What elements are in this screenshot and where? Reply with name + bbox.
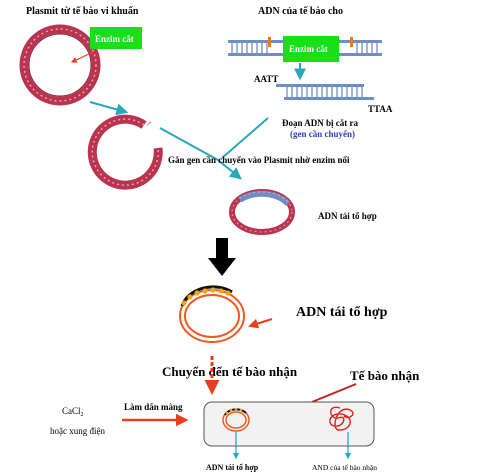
transfer-step-label: Chuyển đến tế bào nhận	[162, 364, 298, 379]
donor-title: ADN của tế bào cho	[258, 6, 343, 17]
host-chromosome	[329, 406, 354, 431]
sticky-end-bottom: TTAA	[368, 104, 393, 114]
converge-line-right	[221, 117, 269, 159]
enzyme-box-left	[90, 27, 142, 49]
cacl2-label: CaCl2	[62, 406, 84, 418]
enzyme-label-right: Enzim cắt	[289, 44, 328, 54]
bacterial-plasmid	[19, 24, 101, 106]
recombinant-pointer-arrow	[248, 318, 273, 329]
recombinant-label-large: ADN tái tổ hợp	[296, 305, 388, 320]
cell-recombinant-plasmid	[222, 407, 250, 432]
membrane-treatment-label: Làm dãn màng	[124, 402, 183, 412]
svg-text:↗: ↗	[146, 120, 152, 128]
svg-text:↘: ↘	[153, 150, 159, 158]
enzyme-pointer-arrow	[70, 51, 94, 63]
plasmid-title: Plasmit từ tế bào vi khuẩn	[26, 6, 139, 17]
fragment-sublabel: (gen cần chuyển)	[290, 129, 355, 139]
enzyme-box-right	[283, 36, 339, 62]
electroporation-label: hoặc xung điện	[50, 426, 105, 436]
recombinant-plasmid-small	[229, 189, 295, 235]
cut-plasmid: ↗ ↘	[87, 114, 163, 190]
enzyme-label-left: Enzim cắt	[95, 34, 134, 44]
cacl2-subscript: 2	[81, 412, 84, 418]
recombinant-label-small: ADN tái tổ hợp	[318, 211, 377, 221]
cacl2-main: CaCl	[62, 406, 81, 416]
converge-line-left	[159, 127, 242, 180]
recombinant-plasmid-large	[179, 285, 245, 343]
arrow-to-cut-plasmid	[89, 101, 129, 116]
big-down-arrow	[208, 238, 236, 276]
bottom-right-label: AND của tế bào nhận	[312, 463, 377, 472]
dna-fragment	[276, 84, 374, 100]
ligation-step-label: Gắn gen cần chuyển vào Plasmit nhờ enzim…	[168, 155, 350, 165]
sticky-end-top: AATT	[254, 74, 278, 84]
host-cell-label: Tế bào nhận	[350, 368, 420, 383]
fragment-label: Đoạn ADN bị cắt ra	[282, 118, 358, 128]
host-cell-pointer	[311, 383, 357, 403]
bottom-left-label: ADN tái tổ hợp	[206, 463, 259, 472]
